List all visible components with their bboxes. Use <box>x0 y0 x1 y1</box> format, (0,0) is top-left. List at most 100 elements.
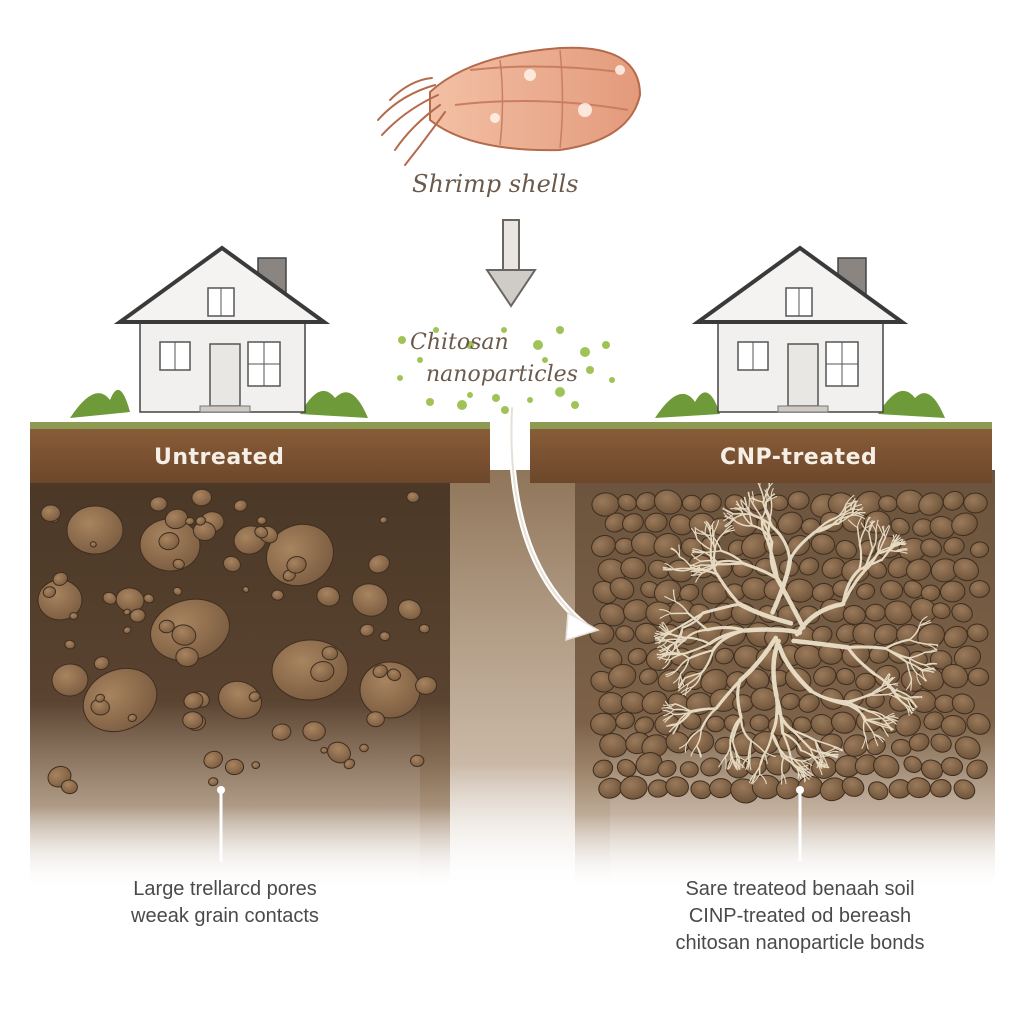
soil-grain <box>69 612 79 620</box>
soil-clod <box>82 667 158 733</box>
chitosan-bond-strand <box>906 661 923 672</box>
chitosan-bond-strand <box>690 745 698 757</box>
chitosan-bond-strand <box>924 662 938 666</box>
chitosan-bond-strand <box>909 696 923 699</box>
soil-grain <box>810 533 836 555</box>
soil-grain <box>953 779 976 800</box>
chitosan-particle <box>467 392 473 398</box>
chitosan-bond-strand <box>654 634 668 640</box>
chitosan-bond-strand <box>735 500 743 513</box>
topsoil-layer <box>30 422 992 483</box>
shrimp-shells-illustration <box>377 46 642 166</box>
chitosan-bond-strand <box>663 703 676 709</box>
soil-grain <box>920 759 944 780</box>
chitosan-bond-strand <box>877 534 884 553</box>
soil-grain <box>164 508 189 530</box>
chitosan-bond-strand <box>775 576 806 630</box>
soil-grain <box>798 693 820 713</box>
chitosan-bond-strand <box>853 514 866 520</box>
chitosan-bond-strand <box>687 612 709 631</box>
soil-grain <box>714 647 735 665</box>
chitosan-bond-strand <box>864 517 871 529</box>
chitosan-particle <box>609 377 615 383</box>
soil-grain <box>379 631 391 642</box>
soil-clod <box>66 505 124 555</box>
soil-grain <box>42 586 57 598</box>
grass-tuft <box>878 390 945 418</box>
chitosan-bond-strand <box>715 572 742 606</box>
chitosan-bond-strand <box>709 531 713 551</box>
chitosan-bond-strand <box>662 709 675 715</box>
chitosan-bond-strand <box>701 561 719 572</box>
soil-grain <box>366 711 385 728</box>
chitosan-bond-strand <box>862 719 867 739</box>
soil-grain <box>842 604 866 625</box>
soil-grain <box>732 694 754 713</box>
soil-grain <box>966 712 991 735</box>
soil-grain <box>942 490 965 511</box>
chitosan-bond-strand <box>737 601 794 626</box>
soil-grain <box>843 734 869 757</box>
chitosan-bond-strand <box>791 638 851 650</box>
soil-grain <box>657 759 677 778</box>
soil-grain <box>830 711 857 734</box>
soil-grain <box>943 537 965 556</box>
soil-clod <box>351 583 389 617</box>
chitosan-bond-strand <box>846 645 888 650</box>
chitosan-bond-strand <box>846 645 877 676</box>
chitosan-bond-strand <box>685 642 711 655</box>
chitosan-bond-strand <box>860 522 870 533</box>
chitosan-bond-strand <box>795 764 809 768</box>
chitosan-bond-strand <box>752 773 761 784</box>
soil-grain <box>185 516 195 526</box>
chitosan-bond-strand <box>881 546 895 561</box>
soil-grain <box>310 661 335 682</box>
chitosan-bond-strand <box>844 694 871 706</box>
soil-grain <box>810 714 835 736</box>
soil-grain <box>634 622 660 644</box>
chitosan-bond-strand <box>847 519 859 529</box>
soil-grain <box>856 583 876 600</box>
chitosan-bond-strand <box>925 643 938 651</box>
soil-grain <box>343 758 356 770</box>
chitosan-bond-strand <box>743 496 748 510</box>
soil-grain <box>679 761 699 778</box>
soil-grain <box>406 491 420 503</box>
chitosan-bond-strand <box>662 568 676 571</box>
soil-grain <box>397 599 422 621</box>
chitosan-particle <box>501 327 507 333</box>
soil-grain <box>954 736 981 760</box>
soil-grain <box>679 583 700 602</box>
chitosan-bond-strand <box>738 756 741 770</box>
chitosan-label-line1: Chitosan <box>410 330 509 355</box>
chitosan-bond-strand <box>751 524 773 543</box>
soil-grain <box>681 494 702 512</box>
soil-grain <box>592 759 614 779</box>
chitosan-bond-strand <box>908 657 926 666</box>
chitosan-bond-strand <box>877 549 897 555</box>
chitosan-bond-strand <box>904 703 913 714</box>
untreated-caption-line1: Large trellarcd pores <box>133 878 317 900</box>
chitosan-particle <box>586 366 594 374</box>
soil-grain <box>969 580 990 598</box>
soil-grain <box>940 580 966 603</box>
chitosan-bond-strand <box>749 772 757 784</box>
soil-grain <box>619 775 648 800</box>
chitosan-bond-strand <box>789 756 802 772</box>
chitosan-bond-strand <box>727 757 732 770</box>
soil-grain <box>841 776 865 797</box>
shrimp-shells-label: Shrimp shells <box>412 170 579 198</box>
chitosan-bond-strand <box>789 756 804 770</box>
soil-grain <box>930 733 952 753</box>
chitosan-particle <box>492 394 500 402</box>
chitosan-bond-strand <box>813 516 837 534</box>
soil-grain <box>799 557 820 576</box>
soil-grain <box>930 779 952 798</box>
chitosan-bond-strand <box>674 703 692 712</box>
soil-grain <box>963 492 988 514</box>
soil-grain <box>143 593 155 604</box>
chitosan-bond-strand <box>687 649 715 660</box>
untreated-soil-clods <box>37 488 438 795</box>
soil-grain <box>208 777 219 787</box>
chitosan-bond-strand <box>730 757 740 768</box>
